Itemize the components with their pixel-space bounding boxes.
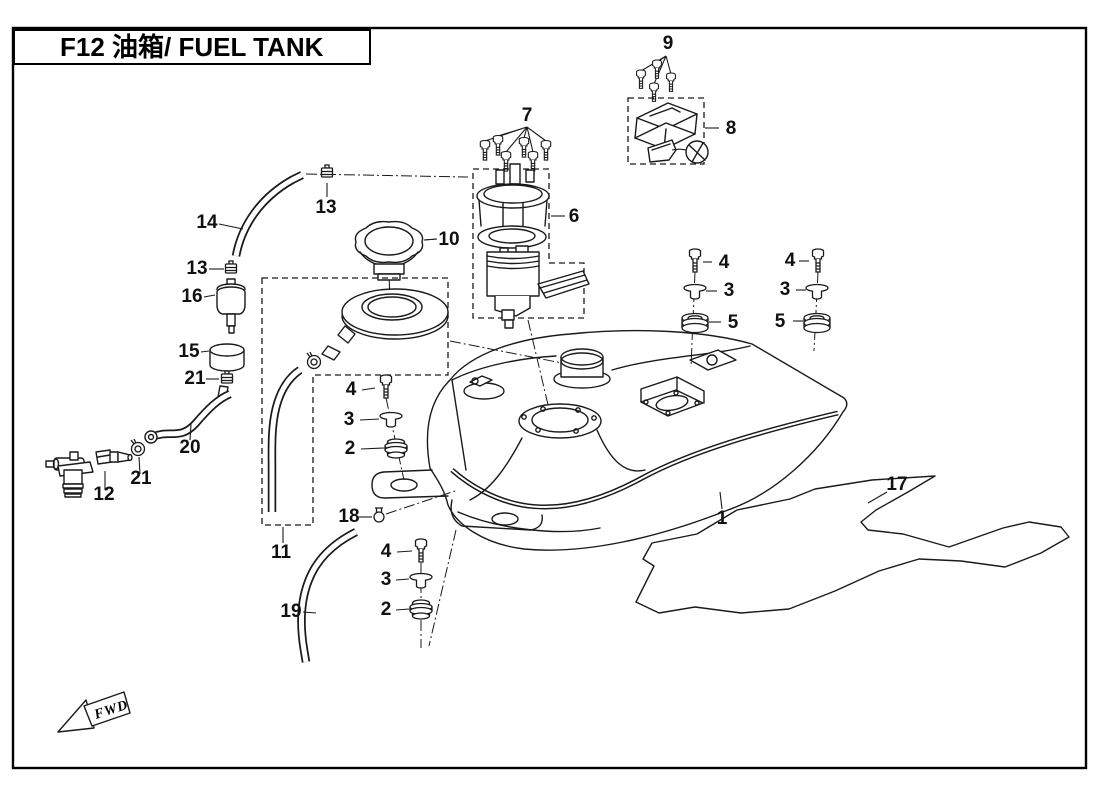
fuel-level-sender-assembly xyxy=(627,55,719,165)
fastener-set-bottom xyxy=(409,538,433,620)
callout-10: 10 xyxy=(438,229,459,250)
fwd-arrow: FWD xyxy=(57,691,131,733)
callout-5-b: 5 xyxy=(775,311,786,332)
clip-and-drain-hose xyxy=(297,507,385,663)
callout-21-a: 21 xyxy=(184,368,206,389)
callout-3-c: 3 xyxy=(724,280,735,301)
drawing-border xyxy=(11,26,1088,770)
fuel-tank-body xyxy=(371,329,848,551)
callout-3-d: 3 xyxy=(780,279,791,300)
fuel-pump-assembly xyxy=(472,126,590,329)
callout-12: 12 xyxy=(93,484,114,505)
callout-11: 11 xyxy=(271,542,292,563)
callout-4-c: 4 xyxy=(719,252,730,273)
filler-neck-assembly xyxy=(261,277,449,543)
filler-dashed-box xyxy=(261,277,449,526)
callout-15: 15 xyxy=(178,341,200,362)
callout-16: 16 xyxy=(181,286,202,307)
callout-6: 6 xyxy=(569,206,580,227)
callout-21-b: 21 xyxy=(130,468,152,489)
callout-7: 7 xyxy=(522,105,533,126)
callouts: 9 8 7 6 13 14 10 13 16 15 21 20 21 12 11… xyxy=(93,33,907,622)
callout-3-a: 3 xyxy=(344,409,355,430)
callout-17: 17 xyxy=(886,474,907,495)
callout-13-a: 13 xyxy=(315,197,336,218)
callout-2-a: 2 xyxy=(345,438,356,459)
callout-20: 20 xyxy=(179,437,200,458)
callout-3-b: 3 xyxy=(381,569,392,590)
callout-13-b: 13 xyxy=(186,258,207,279)
page-title: F12 油箱/ FUEL TANK xyxy=(60,32,324,62)
fuel-cap xyxy=(354,220,438,281)
callout-14: 14 xyxy=(196,212,218,233)
sender-dashed-box xyxy=(627,97,705,165)
leader-lines xyxy=(104,183,888,614)
tank-mat-outline xyxy=(635,475,1070,614)
callout-18: 18 xyxy=(338,506,359,527)
callout-19: 19 xyxy=(280,601,301,622)
vent-hose-and-filter-chain xyxy=(45,164,334,498)
callout-4-a: 4 xyxy=(346,379,357,400)
callout-1: 1 xyxy=(717,508,728,529)
callout-4-d: 4 xyxy=(785,250,796,271)
callout-4-b: 4 xyxy=(381,541,392,562)
callout-9: 9 xyxy=(663,33,674,54)
pump-dashed-box xyxy=(472,168,585,319)
callout-2-b: 2 xyxy=(381,599,392,620)
callout-8: 8 xyxy=(726,118,737,139)
callout-5-a: 5 xyxy=(728,312,739,333)
title-block: F12 油箱/ FUEL TANK xyxy=(13,29,371,65)
fastener-set-left xyxy=(379,374,408,459)
